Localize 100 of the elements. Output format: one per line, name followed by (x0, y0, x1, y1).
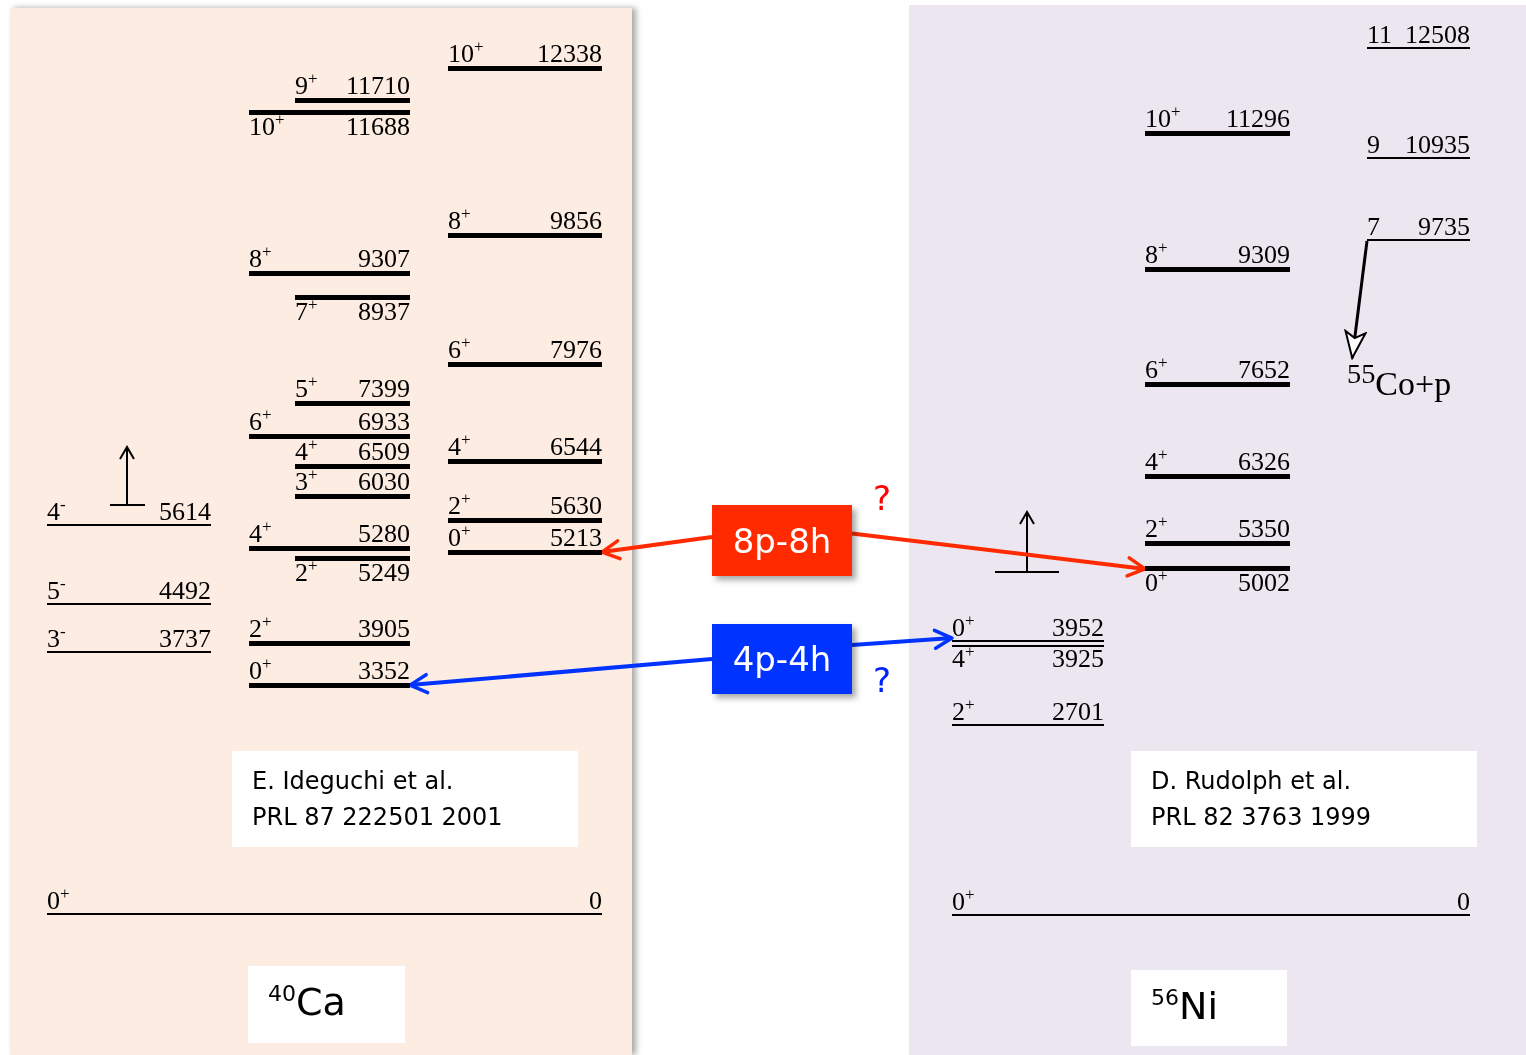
spin-label: 4$^{+}$ (1145, 450, 1168, 474)
spin-label: 6$^{+}$ (448, 338, 471, 362)
threshold-label: $^{55}$Co+p (1347, 358, 1452, 404)
energy-label: 11296 (1225, 107, 1290, 131)
energy-level (1367, 23, 1470, 49)
energy-level (295, 377, 410, 406)
spin-label: 6$^{+}$ (1145, 358, 1168, 382)
energy-level (1145, 450, 1290, 479)
energy-label: 6326 (1238, 450, 1290, 474)
spin-label: 0$^{+}$ (1145, 571, 1168, 595)
citation-text: E. Ideguchi et al. (252, 766, 455, 797)
energy-level (1145, 358, 1290, 387)
energy-level (448, 42, 602, 71)
spin-label: 5$^{-}$ (47, 579, 66, 603)
citation-text: PRL 82 3763 1999 (1151, 802, 1373, 833)
energy-label: 3952 (1052, 616, 1104, 640)
spin-label: 7 (1367, 215, 1380, 239)
arrow (851, 628, 954, 650)
energy-label: 9856 (550, 209, 602, 233)
spin-label: 10$^{+}$ (448, 42, 484, 66)
energy-label: 6509 (358, 440, 410, 464)
energy-label: 0 (1457, 890, 1470, 914)
energy-level (249, 522, 410, 551)
energy-label: 5213 (550, 526, 602, 550)
arrow (1344, 240, 1369, 359)
energy-label: 7399 (358, 377, 410, 401)
energy-level (1145, 517, 1290, 546)
energy-level (448, 338, 602, 367)
energy-label: 3905 (358, 617, 410, 641)
energy-level (1367, 133, 1470, 159)
spin-label: 7$^{+}$ (295, 300, 318, 324)
energy-label: 9309 (1238, 243, 1290, 267)
spin-label: 11 (1367, 23, 1393, 47)
energy-label: 5630 (550, 494, 602, 518)
spin-label: 10$^{+}$ (249, 115, 285, 139)
energy-level (249, 410, 410, 439)
energy-label: 8937 (358, 300, 410, 324)
energy-label: 10935 (1405, 133, 1470, 157)
energy-level (1145, 243, 1290, 272)
spin-label: 2$^{+}$ (295, 561, 318, 585)
energy-label: 11688 (345, 115, 410, 139)
citation-text: PRL 87 222501 2001 (252, 802, 504, 833)
energy-label: 3352 (358, 659, 410, 683)
spin-label: 0$^{+}$ (47, 889, 70, 913)
spin-label: 10$^{+}$ (1145, 107, 1181, 131)
arrow (408, 657, 713, 695)
energy-label: 9735 (1418, 215, 1470, 239)
energy-label: 12508 (1405, 23, 1470, 47)
energy-label: 6544 (550, 435, 602, 459)
spin-label: 4$^{+}$ (249, 522, 272, 546)
spin-label: 2$^{+}$ (249, 617, 272, 641)
spin-label: 8$^{+}$ (249, 247, 272, 271)
nuclide-label: $^{56}$Ni (1131, 970, 1287, 1046)
spin-label: 4$^{+}$ (952, 647, 975, 671)
spin-label: 8$^{+}$ (1145, 243, 1168, 267)
energy-level (249, 247, 410, 276)
energy-label: 11710 (345, 74, 410, 98)
energy-label: 3925 (1052, 647, 1104, 671)
energy-level (249, 659, 410, 688)
energy-level (448, 526, 602, 555)
energy-label: 3737 (159, 627, 211, 651)
energy-level (1145, 107, 1290, 136)
spin-label: 0$^{+}$ (249, 659, 272, 683)
spin-label: 4$^{+}$ (295, 440, 318, 464)
arrow (851, 531, 1147, 578)
spin-label: 6$^{+}$ (249, 410, 272, 434)
spin-label: 9 (1367, 133, 1380, 157)
energy-label: 7976 (550, 338, 602, 362)
spin-label: 2$^{+}$ (1145, 517, 1168, 541)
energy-label: 12338 (537, 42, 602, 66)
energy-level (952, 616, 1104, 642)
configuration-box: 4p-4h (712, 624, 852, 694)
energy-level (952, 700, 1104, 726)
energy-label: 5280 (358, 522, 410, 546)
energy-label: 9307 (358, 247, 410, 271)
spin-label: 8$^{+}$ (448, 209, 471, 233)
energy-label: 6933 (358, 410, 410, 434)
energy-label: 4492 (159, 579, 211, 603)
energy-level (448, 435, 602, 464)
spin-label: 4$^{+}$ (448, 435, 471, 459)
energy-level (1367, 215, 1470, 241)
energy-level (448, 209, 602, 238)
spin-label: 0$^{+}$ (448, 526, 471, 550)
spin-label: 3$^{-}$ (47, 627, 66, 651)
spin-label: 0$^{+}$ (952, 890, 975, 914)
energy-label: 2701 (1052, 700, 1104, 724)
energy-level (295, 74, 410, 103)
energy-level (295, 440, 410, 469)
citation-text: D. Rudolph et al. (1151, 766, 1352, 797)
energy-label: 5614 (159, 500, 211, 524)
spin-label: 4$^{-}$ (47, 500, 66, 524)
energy-label: 7652 (1238, 358, 1290, 382)
reference-box (232, 751, 578, 847)
spin-label: 3$^{+}$ (295, 470, 318, 494)
reference-box (1131, 751, 1477, 847)
arrow (600, 534, 713, 561)
energy-label: 0 (589, 889, 602, 913)
energy-label: 6030 (358, 470, 410, 494)
question-mark: ? (873, 478, 892, 518)
energy-label: 5002 (1238, 571, 1290, 595)
